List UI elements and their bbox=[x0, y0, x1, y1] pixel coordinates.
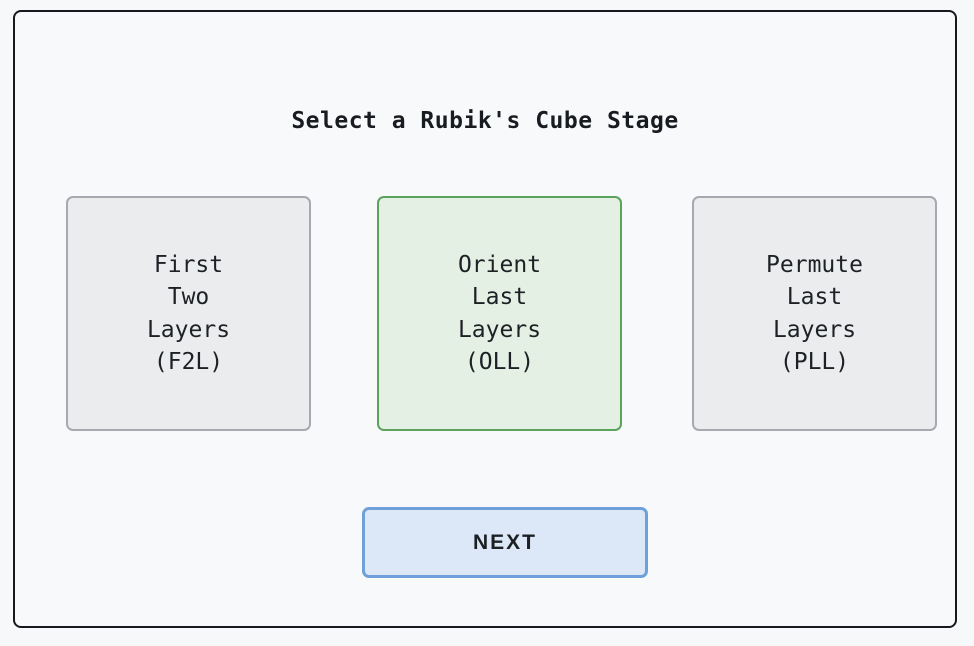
next-button[interactable]: NEXT bbox=[362, 507, 648, 578]
stage-card-oll[interactable]: Orient Last Layers (OLL) bbox=[377, 196, 622, 431]
stage-card-pll[interactable]: Permute Last Layers (PLL) bbox=[692, 196, 937, 431]
page-title: Select a Rubik's Cube Stage bbox=[291, 108, 679, 134]
stage-card-oll-label: Orient Last Layers (OLL) bbox=[457, 251, 542, 376]
stage-card-pll-label: Permute Last Layers (PLL) bbox=[766, 251, 863, 376]
stage-card-f2l-label: First Two Layers (F2L) bbox=[146, 251, 231, 376]
app-frame: Select a Rubik's Cube Stage First Two La… bbox=[13, 10, 957, 628]
stage-card-f2l[interactable]: First Two Layers (F2L) bbox=[66, 196, 311, 431]
